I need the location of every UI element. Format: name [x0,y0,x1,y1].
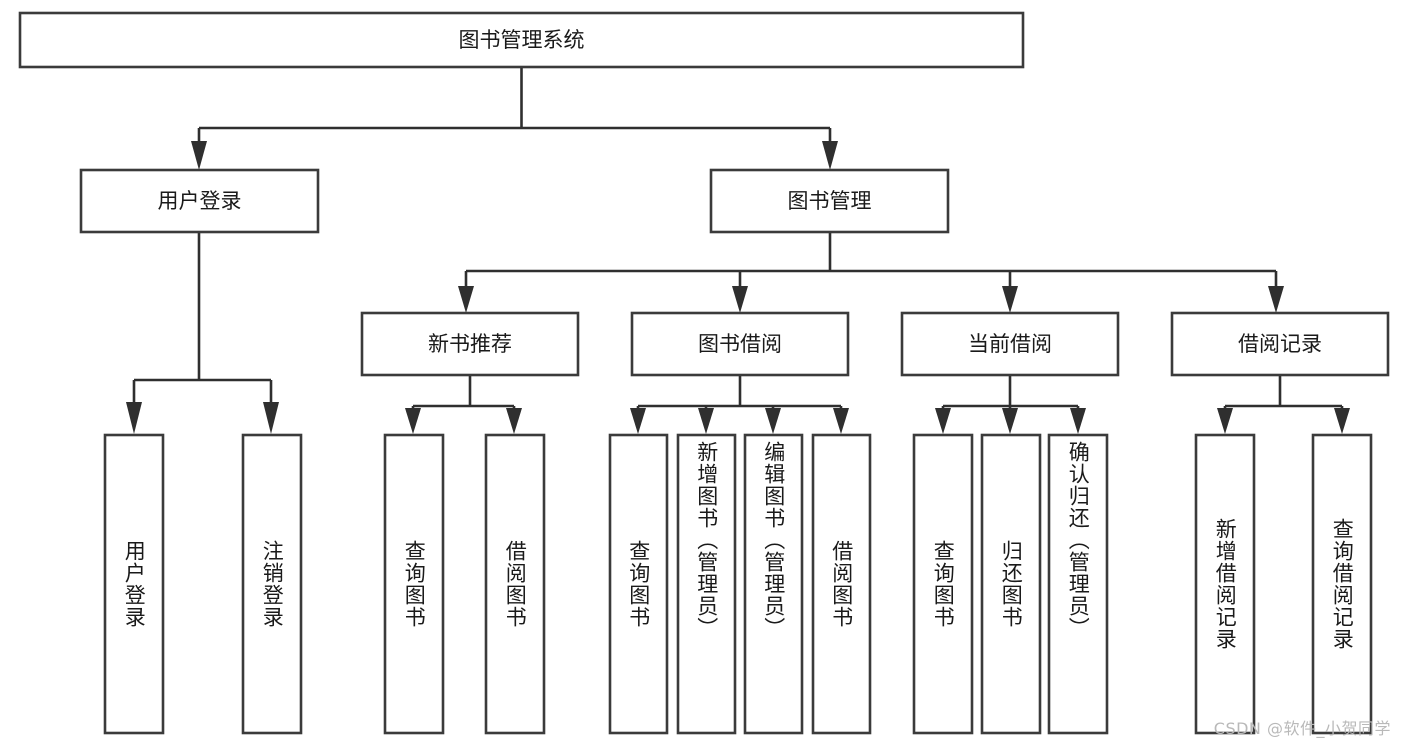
arrow-head-leaf-return-book [1002,408,1018,434]
arrow-head-book-manage [822,141,838,170]
node-borrow-record-label: 借阅记录 [1238,332,1322,356]
node-leaf-logout-box[interactable] [241,433,303,735]
node-leaf-user-login-box[interactable] [103,433,165,735]
node-book-manage[interactable]: 图书管理 [709,168,950,234]
arrow-head-leaf-query-book-1 [405,408,421,434]
arrow-head-borrow-record [1268,286,1284,313]
node-leaf-borrow-book-2-box[interactable] [811,433,872,735]
node-root-label: 图书管理系统 [459,28,585,52]
arrow-head-leaf-borrow-book-2 [833,408,849,434]
arrow-head-leaf-add-record [1217,408,1233,434]
node-book-manage-box[interactable] [709,168,950,234]
arrow-head-leaf-query-record [1334,408,1350,434]
arrow-head-leaf-query-book-2 [630,408,646,434]
watermark-text: CSDN @软件_小贺同学 [1213,719,1391,738]
node-leaf-return-book-box[interactable] [980,433,1042,735]
node-borrow-record[interactable]: 借阅记录 [1170,311,1390,377]
node-new-book-rec-box[interactable] [360,311,580,377]
leaf-box-group [103,433,1373,735]
node-leaf-add-book-box[interactable] [676,433,737,735]
arrow-head-user-login [191,141,207,170]
arrow-head-leaf-add-book [698,408,714,434]
node-book-borrow[interactable]: 图书借阅 [630,311,850,377]
node-book-borrow-label: 图书借阅 [698,332,782,356]
node-leaf-query-book-3-box[interactable] [912,433,974,735]
node-leaf-query-book-1-box[interactable] [383,433,445,735]
node-current-borrow[interactable]: 当前借阅 [900,311,1120,377]
arrow-head-leaf-query-book-3 [935,408,951,434]
node-user-login-label: 用户登录 [158,189,242,213]
arrow-head-leaf-confirm-return [1070,408,1086,434]
node-borrow-record-box[interactable] [1170,311,1390,377]
arrow-head-book-borrow [732,286,748,313]
arrow-head-leaf-user-login [126,402,142,434]
arrow-head-leaf-borrow-book-1 [506,408,522,434]
arrow-head-current-borrow [1002,286,1018,313]
node-user-login[interactable]: 用户登录 [79,168,320,234]
arrow-head-new-book-rec [458,286,474,313]
node-leaf-edit-book-box[interactable] [743,433,804,735]
node-root-box[interactable] [18,11,1025,69]
node-leaf-confirm-return-box[interactable] [1047,433,1109,735]
node-user-login-box[interactable] [79,168,320,234]
node-leaf-query-record-box[interactable] [1311,433,1373,735]
node-new-book-rec-label: 新书推荐 [428,332,512,356]
node-book-manage-label: 图书管理 [788,189,872,213]
node-leaf-borrow-book-1-box[interactable] [484,433,546,735]
node-current-borrow-box[interactable] [900,311,1120,377]
node-leaf-add-record-box[interactable] [1194,433,1256,735]
node-book-borrow-box[interactable] [630,311,850,377]
arrow-head-leaf-logout [263,402,279,434]
node-new-book-rec[interactable]: 新书推荐 [360,311,580,377]
connector-group [126,67,1350,434]
arrow-head-leaf-edit-book [765,408,781,434]
node-leaf-query-book-2-box[interactable] [608,433,669,735]
node-current-borrow-label: 当前借阅 [968,332,1052,356]
node-root[interactable]: 图书管理系统 [18,11,1025,69]
